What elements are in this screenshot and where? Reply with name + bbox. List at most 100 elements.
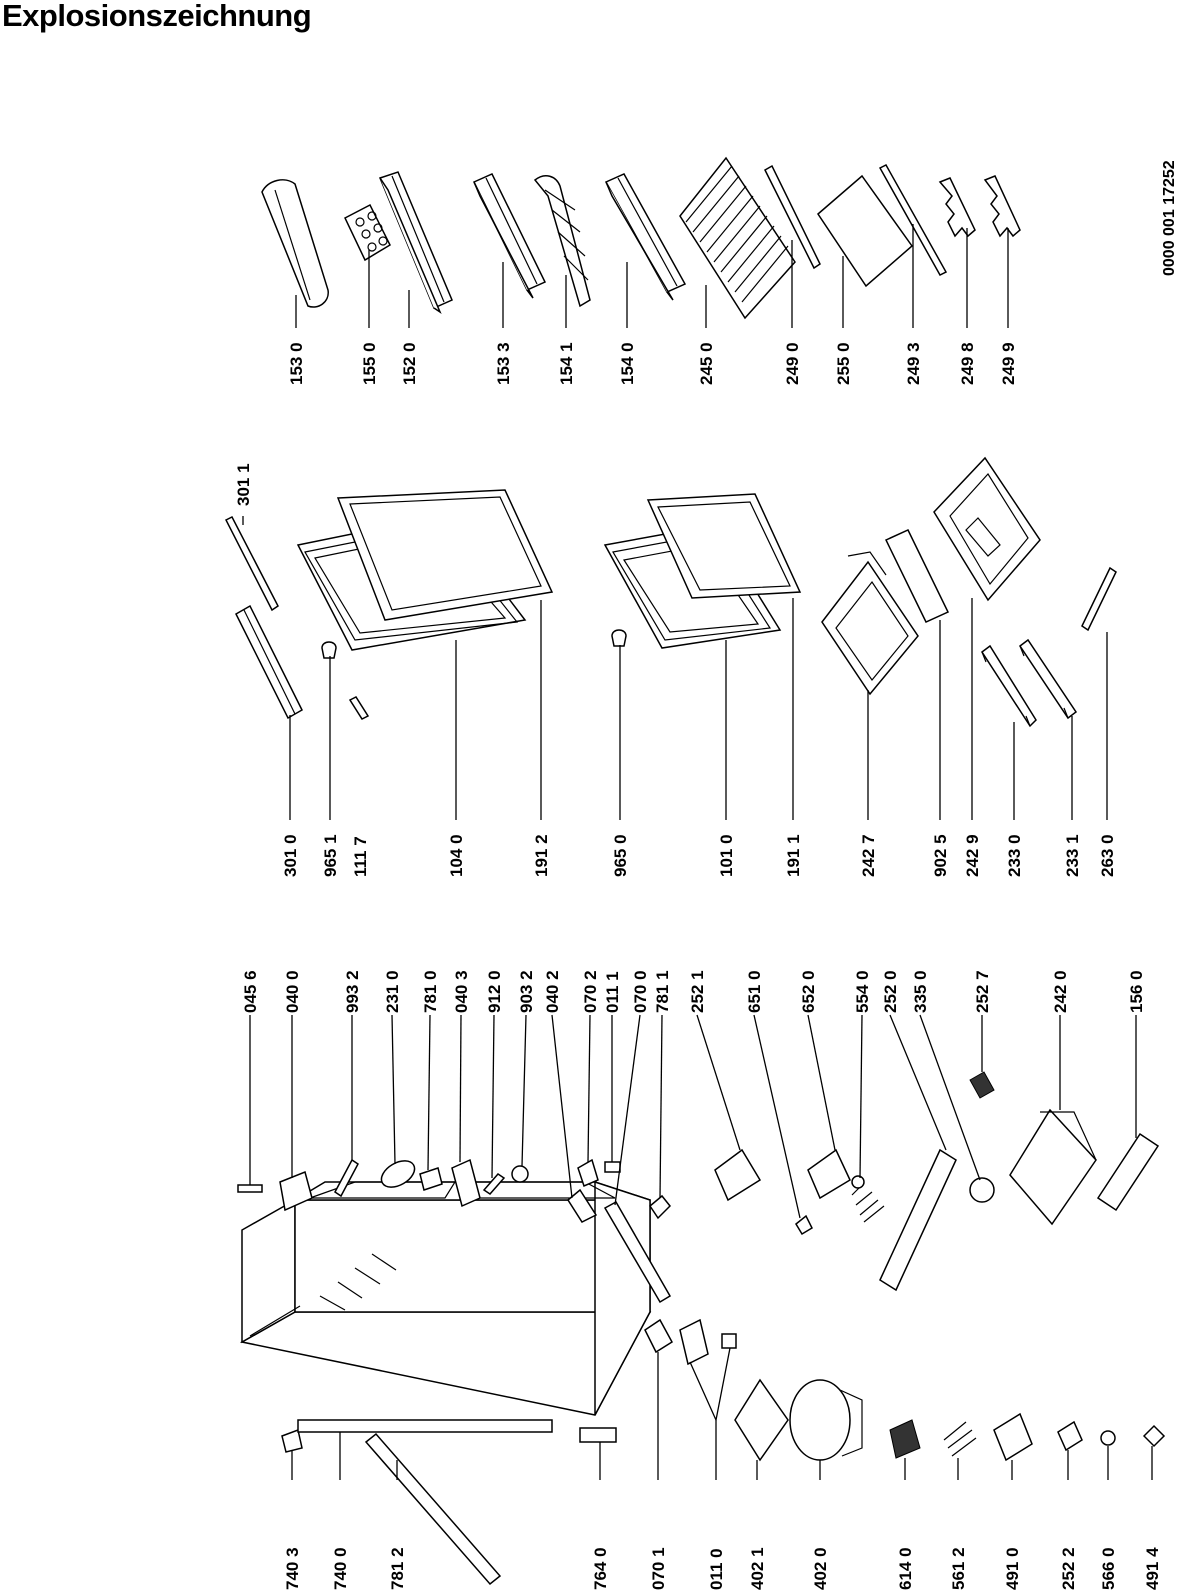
part-614-0 xyxy=(889,1419,921,1459)
part-153-0 xyxy=(261,179,329,308)
part-242-7 xyxy=(821,551,919,696)
label-249-9: 249 9 xyxy=(999,342,1018,385)
part-255-0 xyxy=(817,174,914,288)
part-993-2 xyxy=(334,1158,359,1198)
part-764-0 xyxy=(579,1427,617,1443)
label-263-0: 263 0 xyxy=(1098,834,1117,877)
part-491-4 xyxy=(1142,1424,1166,1448)
part-231-0 xyxy=(380,1160,416,1188)
document-number-text: 0000 001 17252 xyxy=(1161,160,1178,276)
part-045-6 xyxy=(237,1184,263,1193)
part-903-2 xyxy=(511,1165,529,1183)
label-561-2: 561 2 xyxy=(949,1547,968,1590)
part-402-0 xyxy=(789,1379,863,1461)
part-965-1 xyxy=(321,641,337,659)
part-301-1 xyxy=(224,515,279,612)
part-554-0 xyxy=(851,1175,885,1223)
part-252-2 xyxy=(1057,1420,1083,1452)
label-191-1: 191 1 xyxy=(784,834,803,877)
label-903-2: 903 2 xyxy=(517,970,536,1013)
label-252-1: 252 1 xyxy=(688,970,707,1013)
part-965-0 xyxy=(611,629,627,647)
label-153-3: 153 3 xyxy=(494,342,513,385)
label-402-0: 402 0 xyxy=(811,1547,830,1590)
label-231-0: 231 0 xyxy=(383,970,402,1013)
label-111-7: 111 7 xyxy=(351,836,370,877)
label-233-1: 233 1 xyxy=(1063,834,1082,877)
label-040-3: 040 3 xyxy=(452,970,471,1013)
part-233-1 xyxy=(1018,638,1078,720)
label-155-0: 155 0 xyxy=(360,342,379,385)
label-781-1: 781 1 xyxy=(653,970,672,1013)
part-249-3 xyxy=(878,164,948,276)
part-011-1 xyxy=(604,1161,621,1173)
part-153-3 xyxy=(472,173,547,299)
part-154-1 xyxy=(533,175,591,308)
part-252-1 xyxy=(714,1148,762,1202)
label-554-0: 554 0 xyxy=(853,970,872,1013)
label-153-0: 153 0 xyxy=(287,342,306,385)
part-040-3 xyxy=(451,1158,481,1208)
label-011-1: 011 1 xyxy=(603,971,622,1013)
label-965-1: 965 1 xyxy=(321,834,340,877)
label-740-3: 740 3 xyxy=(283,1547,302,1590)
part-781-2 xyxy=(364,1432,502,1586)
label-781-2: 781 2 xyxy=(388,1547,407,1590)
part-781-0 xyxy=(419,1167,443,1191)
part-drawings xyxy=(224,156,1166,1586)
part-labels: 153 0 155 0 152 0 153 3 154 1 154 0 245 … xyxy=(234,342,1162,1590)
part-070-0 xyxy=(603,1200,672,1304)
label-011-0: 011 0 xyxy=(707,1548,726,1590)
part-249-0 xyxy=(764,164,821,270)
label-040-0: 040 0 xyxy=(283,970,302,1013)
part-245-0 xyxy=(679,156,796,320)
label-101-0: 101 0 xyxy=(717,834,736,877)
part-335-0 xyxy=(969,1177,995,1203)
part-491-0 xyxy=(993,1412,1033,1462)
part-152-0 xyxy=(378,171,453,315)
label-152-0: 152 0 xyxy=(400,342,419,385)
part-249-9 xyxy=(983,175,1021,238)
label-242-9: 242 9 xyxy=(963,834,982,877)
part-566-0 xyxy=(1100,1430,1116,1446)
label-902-5: 902 5 xyxy=(931,834,950,877)
label-764-0: 764 0 xyxy=(591,1547,610,1590)
label-040-2: 040 2 xyxy=(543,970,562,1013)
part-781-1 xyxy=(649,1194,672,1220)
label-070-2: 070 2 xyxy=(581,970,600,1013)
part-040-0 xyxy=(279,1170,313,1212)
label-156-0: 156 0 xyxy=(1127,970,1146,1013)
label-154-1: 154 1 xyxy=(557,342,576,385)
part-561-2 xyxy=(943,1421,977,1457)
label-912-0: 912 0 xyxy=(485,970,504,1013)
document-number: 0000 001 17252 xyxy=(1161,160,1178,276)
label-566-0: 566 0 xyxy=(1099,1547,1118,1590)
part-402-1 xyxy=(734,1378,789,1462)
label-070-0: 070 0 xyxy=(631,970,650,1013)
label-335-0: 335 0 xyxy=(911,970,930,1013)
label-245-0: 245 0 xyxy=(697,342,716,385)
label-993-2: 993 2 xyxy=(343,970,362,1013)
label-242-7: 242 7 xyxy=(859,834,878,877)
part-651-0 xyxy=(795,1214,813,1236)
part-111-7 xyxy=(348,696,370,720)
part-740-3 xyxy=(281,1428,303,1453)
part-191-1 xyxy=(646,493,802,599)
label-652-0: 652 0 xyxy=(799,970,818,1013)
part-242-9 xyxy=(933,456,1041,602)
part-155-0 xyxy=(344,203,391,262)
part-912-0 xyxy=(482,1173,506,1195)
part-070-2 xyxy=(577,1158,599,1188)
label-249-8: 249 8 xyxy=(958,342,977,385)
part-070-1 xyxy=(644,1318,673,1354)
leader-lines xyxy=(242,224,1153,1480)
part-040-2 xyxy=(567,1188,598,1223)
label-651-0: 651 0 xyxy=(745,970,764,1013)
part-191-2 xyxy=(336,489,554,621)
part-301-0 xyxy=(235,604,303,720)
label-491-4: 491 4 xyxy=(1143,1547,1162,1590)
label-154-0: 154 0 xyxy=(618,342,637,385)
label-301-0: 301 0 xyxy=(281,834,300,877)
page-title: Explosionszeichnung xyxy=(2,0,312,33)
label-252-7: 252 7 xyxy=(973,970,992,1013)
